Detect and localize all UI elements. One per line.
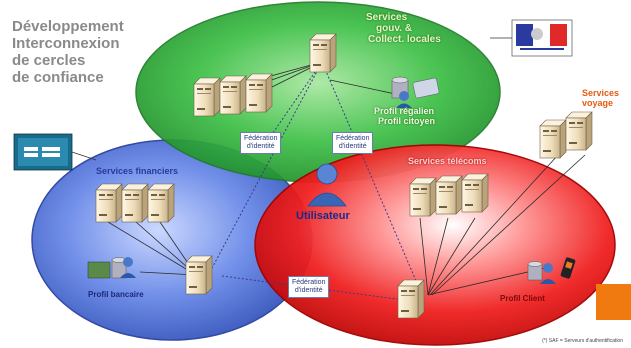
federation-box-green-red: Fédération d'identité	[332, 132, 374, 154]
federation-box-green-blue: Fédération d'identité	[240, 132, 282, 154]
green-services-label: Services gouv. & Collect. locales	[366, 12, 441, 45]
green-profile-label: Profil régalien Profil citoyen	[374, 106, 435, 126]
federation-line-1: Fédération	[336, 135, 370, 142]
federation-line-2: d'identité	[338, 143, 367, 150]
travel-label-line-1: Services	[582, 88, 620, 98]
green-profile-line-1: Profil régalien	[374, 106, 435, 116]
federation-box-blue-red: Fédération d'identité	[288, 276, 330, 298]
federation-links	[211, 61, 421, 301]
orange-logo	[596, 284, 631, 320]
green-saf-server-icon	[309, 33, 337, 73]
blue-server-icon	[121, 183, 149, 223]
title-line-2: Interconnexion	[12, 35, 120, 52]
red-connections	[419, 154, 586, 296]
red-server-icon	[435, 175, 463, 215]
title-line-3: de cercles	[12, 52, 86, 69]
connector-line	[71, 151, 97, 161]
client-profile-label: Profil Client	[500, 294, 545, 303]
federation-line-2: d'identité	[246, 143, 275, 150]
green-label-line-1: Services	[366, 12, 408, 23]
title-line-1: Développement	[12, 18, 124, 35]
user-icon	[307, 163, 347, 207]
green-profile-icon	[391, 76, 440, 108]
green-server-icon	[219, 75, 247, 115]
federation-line-1: Fédération	[244, 135, 278, 142]
bank-profile-label: Profil bancaire	[88, 290, 144, 299]
title-line-4: de confiance	[12, 69, 104, 86]
travel-server-icon	[539, 119, 567, 159]
green-profile-line-2: Profil citoyen	[378, 116, 436, 126]
travel-services-label: Services voyage	[582, 88, 619, 108]
blue-server-icon	[95, 183, 123, 223]
footnote: (*) SAF = Serveurs d'authentification	[542, 338, 623, 344]
user-label: Utilisateur	[296, 210, 350, 222]
red-services-label: Services télécoms	[408, 156, 487, 166]
page-title: Développement Interconnexion de cercles …	[12, 18, 124, 86]
republique-francaise-logo	[511, 19, 573, 57]
green-server-icon	[245, 73, 273, 113]
red-server-icon	[461, 173, 489, 213]
red-server-icon	[409, 177, 437, 217]
red-saf-server-icon	[397, 279, 425, 319]
cb-logo	[13, 133, 73, 171]
blue-saf-server-icon	[185, 255, 213, 295]
green-label-line-3: Collect. locales	[368, 34, 441, 45]
travel-server-icon	[565, 111, 593, 151]
federation-line-1: Fédération	[292, 279, 326, 286]
client-profile-icon	[527, 257, 576, 284]
federation-line-2: d'identité	[294, 287, 323, 294]
red-circle	[254, 144, 616, 346]
green-label-line-2: gouv. &	[376, 23, 412, 34]
bank-profile-icon	[87, 257, 136, 279]
blue-services-label: Services financiers	[96, 166, 179, 176]
green-server-icon	[193, 77, 221, 117]
blue-server-icon	[147, 183, 175, 223]
travel-label-line-2: voyage	[582, 98, 614, 108]
